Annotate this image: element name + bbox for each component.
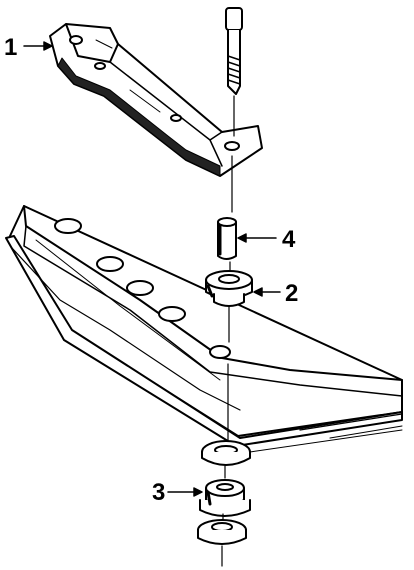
frame-rail — [5, 205, 403, 453]
callout-3: 3 — [152, 479, 165, 506]
retainer-part — [197, 519, 247, 545]
callout-2: 2 — [285, 280, 298, 307]
bolt-part — [225, 7, 243, 95]
upper-cushion-part — [205, 270, 253, 307]
sleeve-part — [217, 217, 237, 260]
alignment-centerline — [221, 95, 235, 567]
bracket-part — [49, 23, 263, 177]
callout-4: 4 — [282, 226, 296, 253]
callout-1: 1 — [4, 34, 17, 61]
leader-lines — [23, 41, 281, 497]
lower-washer-part — [201, 440, 251, 466]
lower-cushion-part — [199, 479, 251, 517]
